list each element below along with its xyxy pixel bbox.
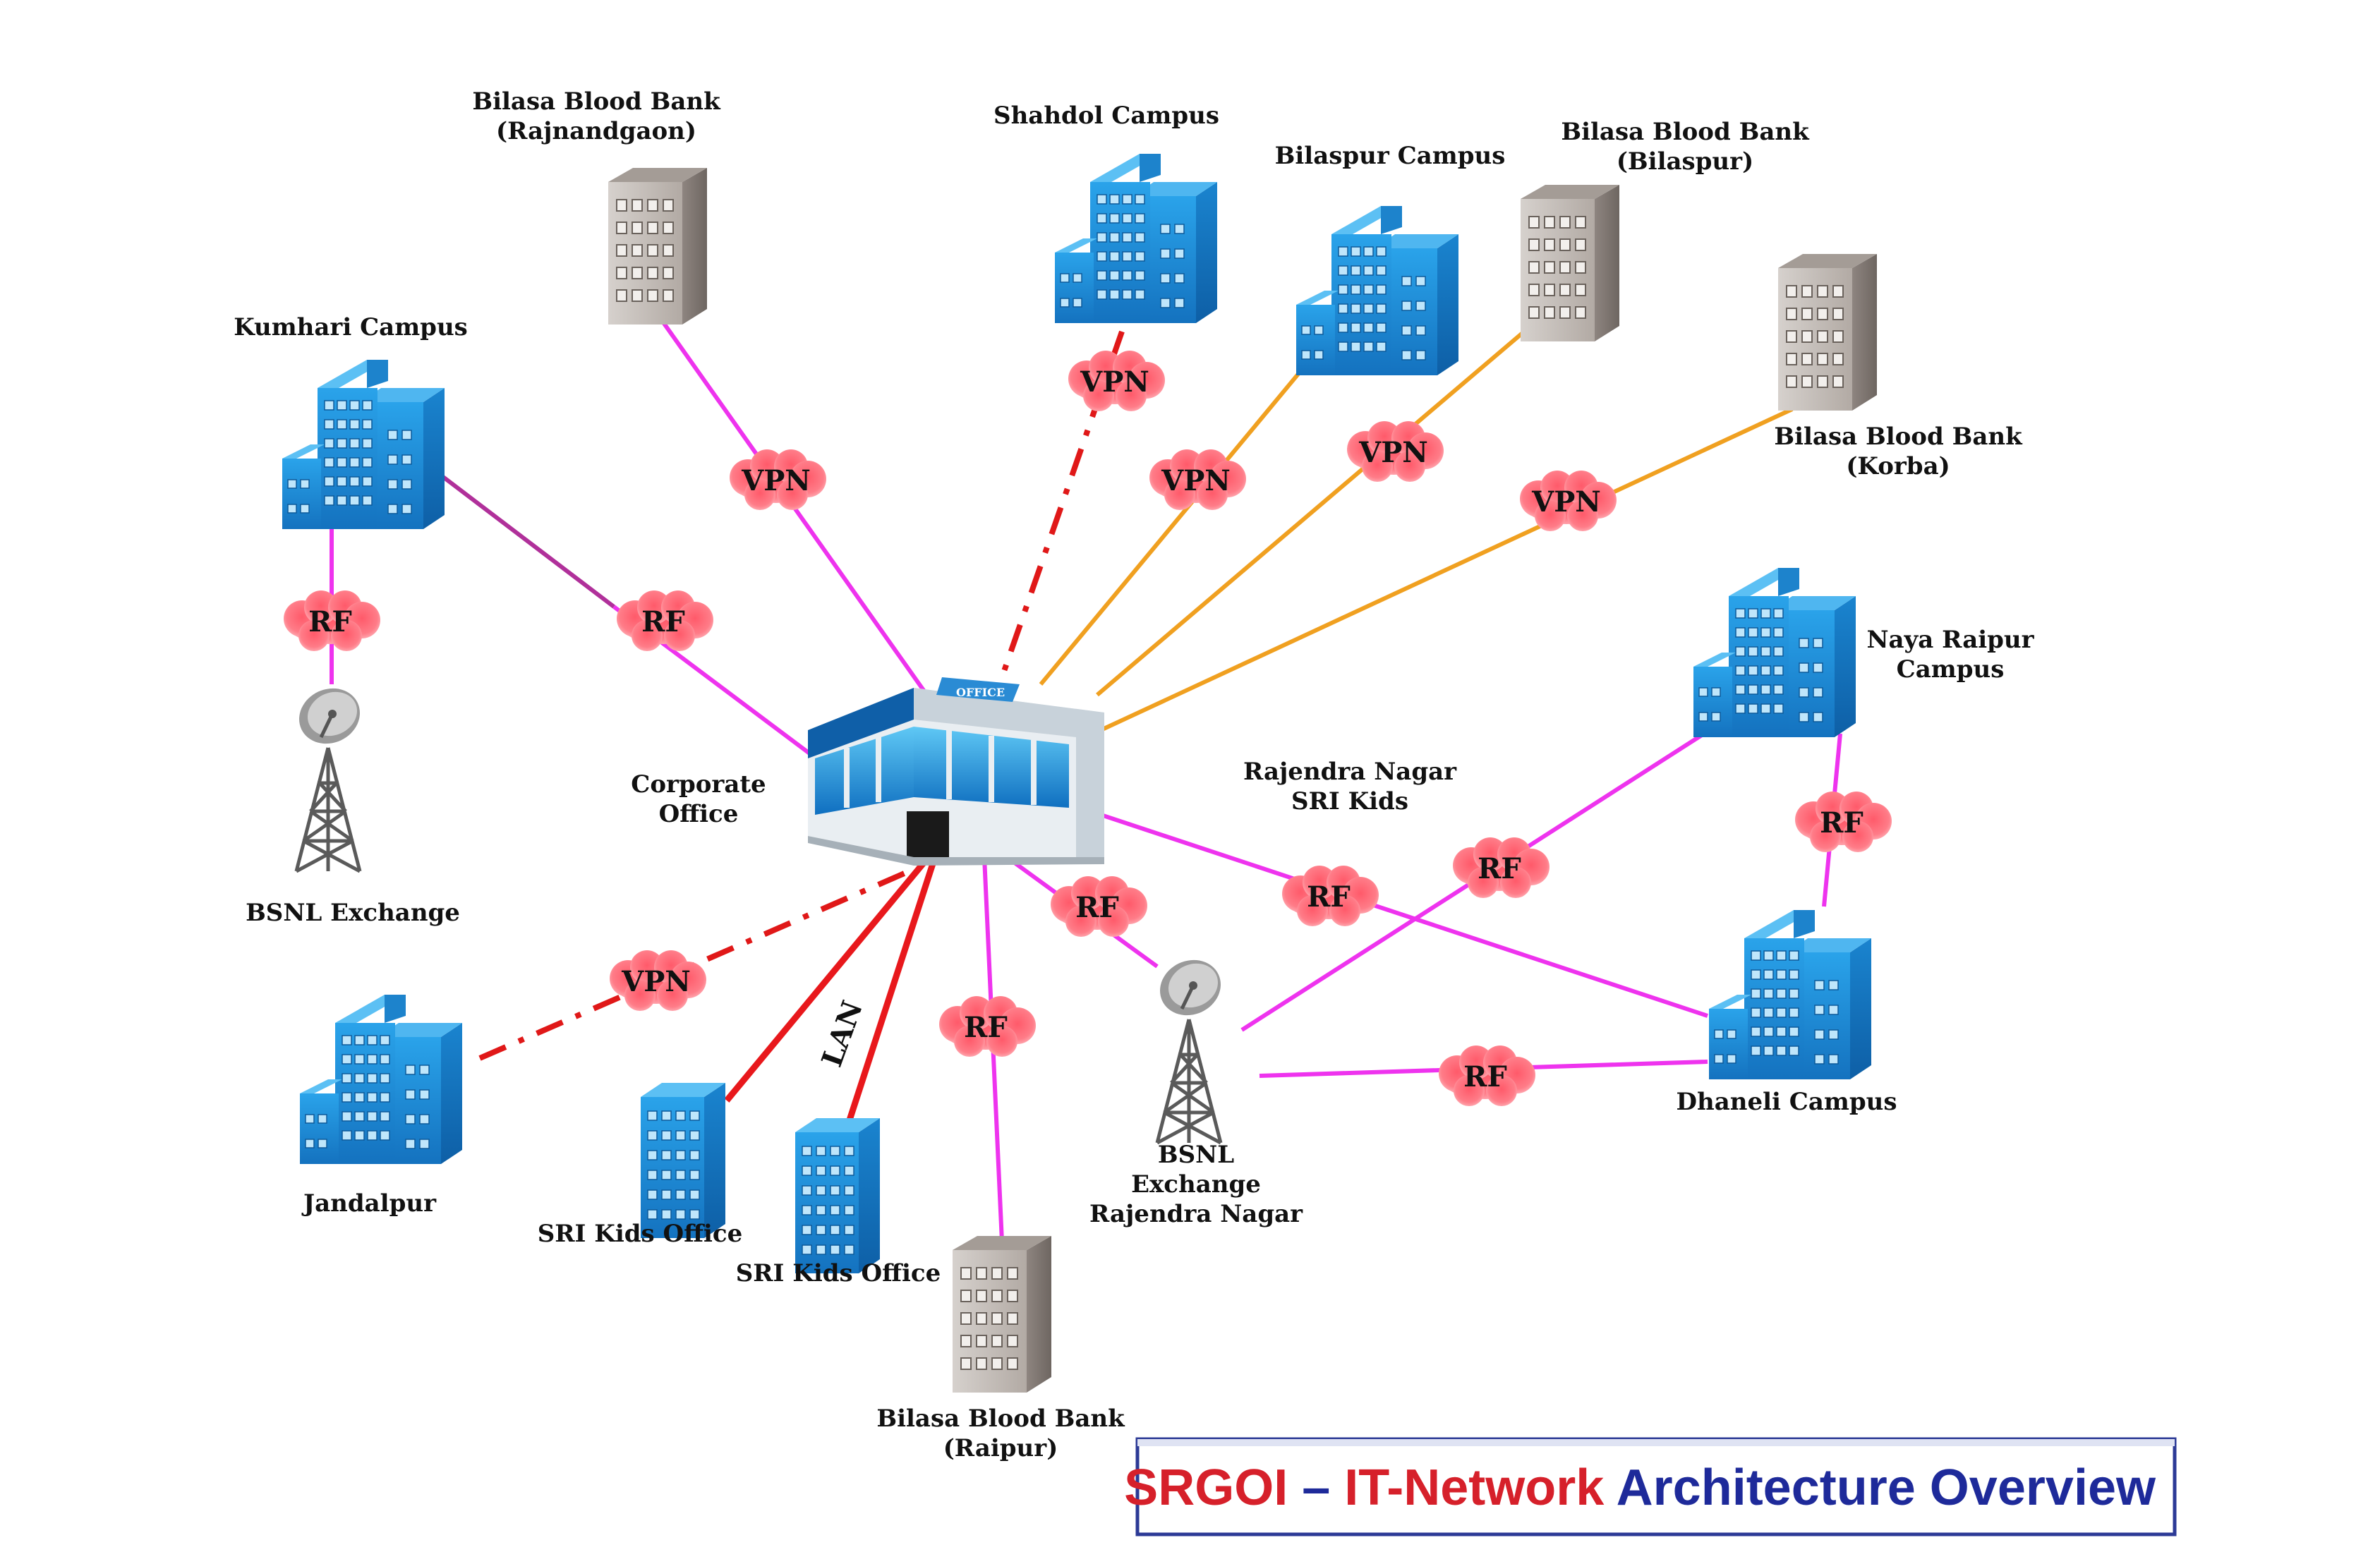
label-shahdol: Shahdol Campus: [993, 102, 1219, 130]
cloud-rf-naya-dhaneli: RF: [1795, 792, 1892, 852]
link-bb-bilaspur-corporate: [1096, 329, 1526, 697]
title-banner: SRGOI – IT-Network Architecture Overview: [1124, 1437, 2177, 1536]
label-kids-office-1: SRI Kids Office: [538, 1220, 743, 1248]
link-jandalpur-corporate: [478, 865, 919, 1061]
bsnl-rajendra-antenna-icon: [1151, 950, 1230, 1143]
label-line: SRI Kids Office: [538, 1220, 743, 1248]
label-line: SRI Kids Office: [736, 1259, 941, 1287]
cloud-rf-rajendra-kids: RF: [1282, 866, 1379, 926]
label-kids-office-2: SRI Kids Office: [736, 1259, 941, 1287]
svg-text:VPN: VPN: [741, 464, 811, 497]
dhaneli-building-icon: [1708, 909, 1872, 1080]
lan-label: LAN: [815, 996, 869, 1071]
bsnl-exchange-antenna-icon: [290, 679, 369, 871]
label-line: Exchange: [1131, 1170, 1261, 1199]
cloud-vpn-jandalpur: VPN: [610, 950, 706, 1011]
label-line: Bilasa Blood Bank: [1774, 423, 2023, 451]
label-dhaneli: Dhaneli Campus: [1677, 1088, 1897, 1116]
svg-text:RF: RF: [641, 605, 685, 638]
svg-text:VPN: VPN: [1358, 436, 1428, 469]
bb-raipur-building-icon: [952, 1235, 1052, 1393]
label-jandalpur: Jandalpur: [301, 1189, 437, 1218]
diagram-title: SRGOI – IT-Network Architecture Overview: [1124, 1460, 2156, 1516]
label-line: Jandalpur: [301, 1189, 437, 1218]
svg-text:RF: RF: [964, 1011, 1008, 1044]
label-line: (Rajnandgaon): [496, 117, 696, 145]
label-line: Bilasa Blood Bank: [876, 1405, 1125, 1433]
label-line: Rajendra Nagar: [1243, 758, 1457, 786]
label-line: Bilaspur Campus: [1275, 142, 1506, 170]
cloud-rf-kumhari-corporate: RF: [617, 590, 713, 651]
cloud-rf-kumhari-bsnl: RF: [284, 590, 380, 651]
svg-text:RF: RF: [1463, 1060, 1507, 1093]
cloud-vpn-korba: VPN: [1520, 471, 1617, 531]
cloud-vpn-rajnandgaon: VPN: [730, 449, 826, 510]
label-line: Dhaneli Campus: [1677, 1088, 1897, 1116]
link-kumhari-corporate: [436, 471, 615, 609]
label-line: Office: [659, 800, 739, 828]
svg-text:RF: RF: [1307, 880, 1351, 914]
label-bb-rajnandgaon: Bilasa Blood Bank(Rajnandgaon): [472, 87, 721, 145]
svg-text:RF: RF: [1478, 852, 1521, 885]
label-line: Bilasa Blood Bank: [472, 87, 721, 116]
shahdol-building-icon: [1054, 153, 1218, 324]
bilaspur-building-icon: [1295, 205, 1459, 376]
svg-text:VPN: VPN: [1531, 485, 1601, 519]
link-korba-corporate: [1099, 407, 1794, 732]
svg-text:OFFICE: OFFICE: [956, 686, 1005, 699]
rajnandgaon-building-icon: [608, 167, 708, 325]
label-line: Corporate: [631, 770, 766, 799]
link-bilaspur-corporate: [1039, 372, 1300, 686]
label-line: Shahdol Campus: [993, 102, 1219, 130]
label-line: BSNL Exchange: [246, 899, 460, 927]
svg-text:VPN: VPN: [1161, 464, 1231, 497]
kids-office-1-building-icon: [640, 1082, 726, 1239]
cloud-rf-bsnl-naya: RF: [1453, 837, 1550, 898]
svg-text:RF: RF: [1820, 806, 1863, 839]
label-bilaspur: Bilaspur Campus: [1275, 142, 1506, 170]
svg-text:RF: RF: [308, 605, 352, 638]
label-line: SRI Kids: [1291, 787, 1408, 816]
label-line: BSNL: [1158, 1141, 1234, 1169]
cloud-vpn-bilaspur: VPN: [1149, 449, 1246, 510]
label-line: (Korba): [1846, 452, 1950, 480]
label-line: Bilasa Blood Bank: [1561, 118, 1810, 146]
bb-bilaspur-building-icon: [1520, 184, 1620, 342]
label-bb-korba: Bilasa Blood Bank(Korba): [1774, 423, 2023, 480]
cloud-rf-bsnl-dhaneli: RF: [1439, 1045, 1535, 1106]
label-line: Campus: [1897, 655, 2005, 684]
svg-text:VPN: VPN: [621, 965, 691, 998]
kids-office-2-building-icon: [795, 1117, 881, 1274]
naya-raipur-building-icon: [1693, 567, 1856, 738]
cloud-rf-raipur: RF: [939, 996, 1036, 1057]
bb-korba-building-icon: [1777, 253, 1878, 411]
cloud-vpn-shahdol: VPN: [1068, 351, 1165, 411]
link-corporate-dhaneli: [1068, 802, 1708, 1018]
link-lan-kids-2: [843, 856, 938, 1130]
label-line: Kumhari Campus: [234, 313, 468, 341]
svg-text:RF: RF: [1075, 891, 1119, 924]
cloud-vpn-bb-bilaspur: VPN: [1347, 421, 1444, 482]
label-line: (Raipur): [943, 1434, 1058, 1462]
label-bb-bilaspur: Bilasa Blood Bank(Bilaspur): [1561, 118, 1810, 176]
kumhari-building-icon: [282, 359, 445, 530]
label-bsnl-exchange: BSNL Exchange: [246, 899, 460, 927]
svg-text:VPN: VPN: [1080, 365, 1149, 399]
jandalpur-building-icon: [299, 994, 463, 1165]
label-line: Rajendra Nagar: [1089, 1200, 1303, 1228]
corporate-office-building-icon: OFFICE: [808, 677, 1104, 866]
cloud-rf-corporate-bsnl: RF: [1051, 876, 1147, 937]
label-line: (Bilaspur): [1617, 147, 1753, 176]
link-lan-kids-1: [724, 851, 934, 1103]
label-kumhari: Kumhari Campus: [234, 313, 468, 341]
label-bb-raipur: Bilasa Blood Bank(Raipur): [876, 1405, 1125, 1462]
label-line: Naya Raipur: [1866, 626, 2034, 654]
